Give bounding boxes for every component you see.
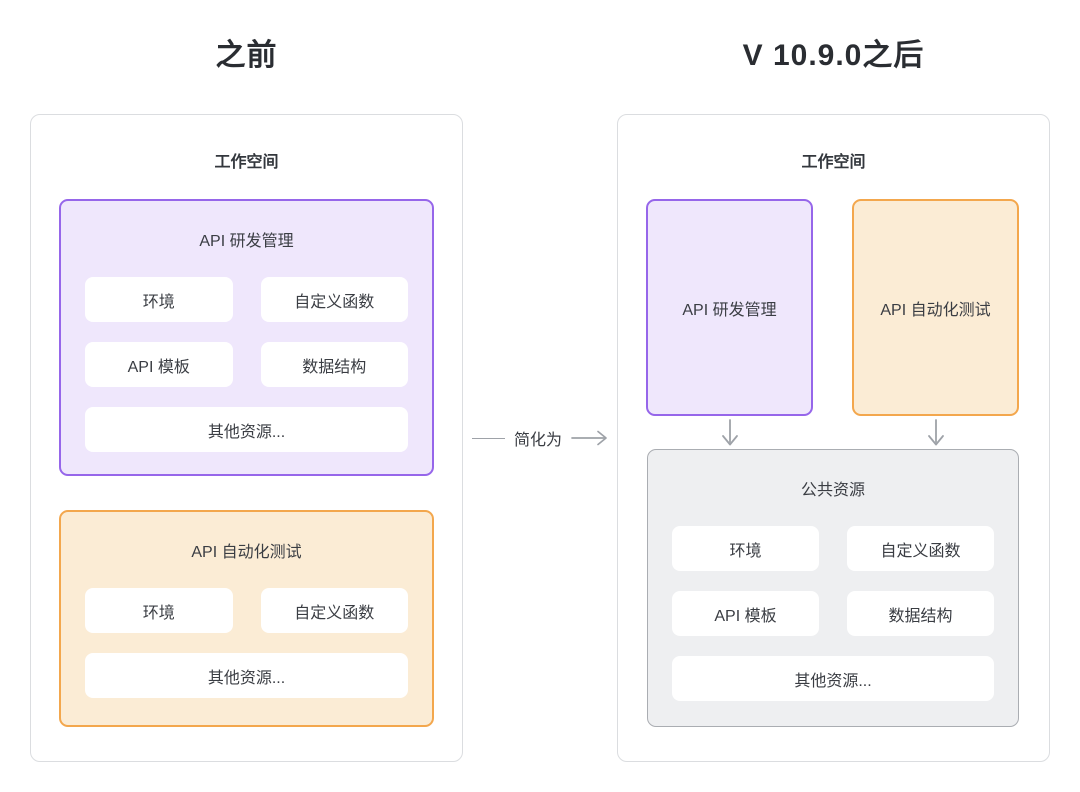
workspace-label: 工作空间 [214, 154, 279, 171]
chip-environment: 环境 [85, 277, 233, 322]
chip-grid: 环境 自定义函数 API 模板 数据结构 其他资源... [85, 277, 408, 452]
right-arrow-icon [571, 430, 607, 446]
chip-environment: 环境 [672, 526, 819, 571]
chip-grid: 环境 自定义函数 其他资源... [85, 588, 408, 698]
chip-custom-functions: 自定义函数 [260, 277, 408, 322]
workspace-panel-after: 工作空间 API 研发管理 API 自动化测试 公共资源 环境 自定义函数 AP… [617, 114, 1050, 762]
connector-label: 简化为 [513, 432, 562, 449]
group-api-auto-testing: API 自动化测试 环境 自定义函数 其他资源... [59, 510, 434, 727]
module-api-auto-testing: API 自动化测试 [852, 199, 1019, 416]
workspace-panel-before: 工作空间 API 研发管理 环境 自定义函数 API 模板 数据结构 其他资源.… [30, 114, 463, 762]
chip-environment: 环境 [85, 588, 233, 633]
connector-line [471, 437, 505, 439]
group-title: 公共资源 [800, 482, 865, 499]
group-api-dev-management: API 研发管理 环境 自定义函数 API 模板 数据结构 其他资源... [59, 199, 434, 476]
chip-grid: 环境 自定义函数 API 模板 数据结构 其他资源... [672, 526, 994, 701]
group-title: API 自动化测试 [191, 544, 302, 561]
module-api-dev-management: API 研发管理 [646, 199, 813, 416]
chip-other-resources: 其他资源... [672, 656, 994, 701]
group-title: API 研发管理 [199, 233, 294, 250]
workspace-label: 工作空间 [801, 154, 866, 171]
chip-custom-functions: 自定义函数 [847, 526, 994, 571]
chip-api-templates: API 模板 [85, 342, 233, 387]
down-arrow-icon [928, 419, 944, 446]
page-title-before: 之前 [215, 39, 278, 72]
chip-data-structures: 数据结构 [847, 591, 994, 636]
chip-data-structures: 数据结构 [260, 342, 408, 387]
chip-custom-functions: 自定义函数 [260, 588, 408, 633]
chip-api-templates: API 模板 [672, 591, 819, 636]
transition-connector: 简化为 [462, 424, 618, 452]
down-arrow-icon [722, 419, 738, 446]
chip-other-resources: 其他资源... [85, 407, 408, 452]
group-shared-resources: 公共资源 环境 自定义函数 API 模板 数据结构 其他资源... [647, 449, 1019, 727]
chip-other-resources: 其他资源... [85, 653, 408, 698]
page-title-after: V 10.9.0之后 [742, 39, 925, 72]
